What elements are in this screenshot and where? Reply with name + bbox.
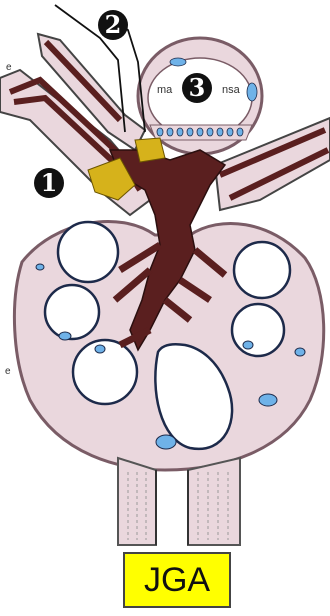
capillary-loop bbox=[58, 222, 118, 282]
macula-densa-label-start: ma bbox=[157, 84, 172, 96]
marker-2: 2 bbox=[98, 10, 128, 40]
capillary-loop bbox=[234, 242, 290, 298]
jga-badge: JGA bbox=[123, 552, 231, 608]
capillary-loop bbox=[232, 304, 284, 356]
edge-label: e bbox=[6, 62, 12, 73]
macula-densa-label-end: nsa bbox=[222, 84, 240, 96]
edge-label: e bbox=[5, 366, 11, 377]
marker-3: 3 bbox=[182, 73, 212, 103]
marker-1: 1 bbox=[34, 168, 64, 198]
capillary-loop bbox=[45, 285, 99, 339]
